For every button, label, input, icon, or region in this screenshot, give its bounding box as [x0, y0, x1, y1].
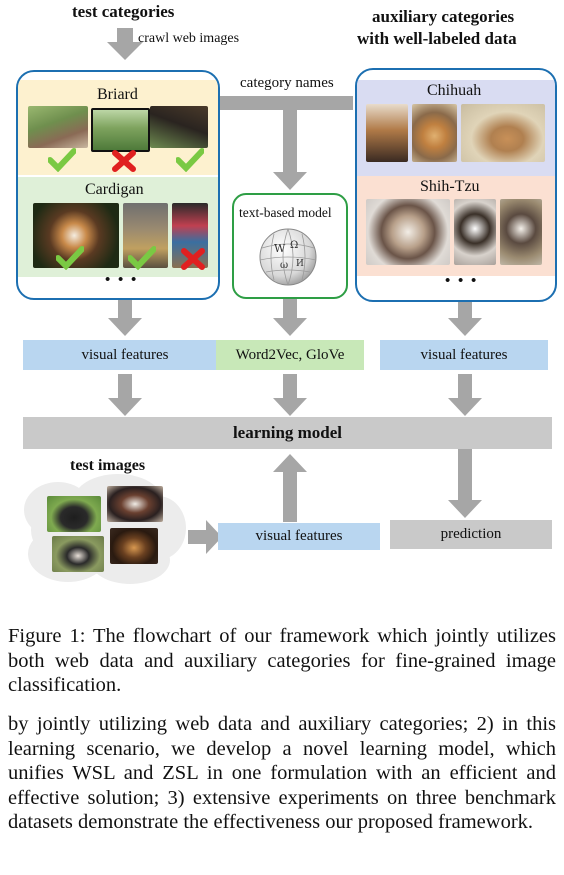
test-image-1 — [47, 496, 101, 532]
arrow-crawl — [107, 28, 143, 60]
arrow-left-down-2 — [108, 374, 142, 416]
check-icon — [48, 148, 76, 172]
category-names-label: category names — [240, 75, 334, 91]
arrow-down-to-prediction — [448, 448, 482, 518]
aux-title-line2: with well-labeled data — [357, 29, 517, 48]
chihuahua-photo-2 — [412, 104, 457, 162]
chihuahua-label: Chihuah — [427, 82, 482, 99]
figure: test categories crawl web images auxilia… — [16, 2, 557, 584]
visual-features-bottom-box: visual features — [218, 523, 380, 550]
word2vec-glove-box: Word2Vec, GloVe — [216, 340, 364, 370]
check-icon — [176, 148, 204, 172]
test-images-title: test images — [70, 457, 146, 474]
wikipedia-globe-icon: W Ω ω И — [259, 228, 317, 286]
cross-icon — [112, 150, 136, 172]
arrow-category-names — [273, 110, 307, 190]
cardigan-label: Cardigan — [85, 181, 144, 198]
arrow-right-down-2 — [448, 374, 482, 416]
connector-category-names — [220, 96, 353, 110]
chihuahua-photo-3 — [461, 104, 545, 162]
visual-features-left-box: visual features — [23, 340, 227, 370]
arrow-mid-down-1 — [273, 298, 307, 336]
briard-label: Briard — [97, 86, 138, 103]
visual-features-right-box: visual features — [380, 340, 548, 370]
test-image-4 — [110, 528, 158, 564]
flow-arrows — [107, 28, 482, 554]
cross-icon — [181, 248, 205, 270]
figure-caption: Figure 1: The flowchart of our framework… — [8, 625, 556, 696]
svg-text:И: И — [296, 259, 304, 269]
briard-photo-2 — [91, 108, 150, 152]
arrow-cloud-to-features — [188, 520, 222, 554]
shih-tzu-photo-1 — [366, 199, 450, 265]
briard-photo-1 — [28, 106, 88, 148]
chihuahua-photo-1 — [366, 104, 408, 162]
crawl-web-images-label: crawl web images — [138, 31, 240, 46]
left-ellipsis: • • • — [105, 272, 139, 288]
shih-tzu-label: Shih-Tzu — [420, 178, 480, 195]
prediction-box: prediction — [390, 520, 552, 549]
svg-text:ω: ω — [280, 260, 288, 271]
check-icon — [56, 246, 84, 270]
body-paragraph: by jointly utilizing web data and auxili… — [8, 713, 556, 833]
test-image-2 — [107, 486, 163, 522]
arrow-right-down-1 — [448, 298, 482, 336]
learning-model-box: learning model — [23, 417, 552, 449]
text-based-model-label: text-based model — [239, 205, 332, 220]
test-categories-title: test categories — [72, 2, 175, 21]
check-icon — [128, 246, 156, 270]
svg-text:Ω: Ω — [290, 240, 298, 251]
briard-photo-3 — [150, 106, 208, 148]
arrow-up-to-model — [273, 454, 307, 522]
shih-tzu-photo-3 — [500, 199, 542, 265]
arrow-left-down-1 — [108, 298, 142, 336]
arrow-mid-down-2 — [273, 374, 307, 416]
shih-tzu-photo-2 — [454, 199, 496, 265]
svg-text:W: W — [274, 242, 286, 255]
test-image-3 — [52, 536, 104, 572]
right-ellipsis: • • • — [445, 273, 479, 289]
aux-title-line1: auxiliary categories — [372, 7, 515, 26]
